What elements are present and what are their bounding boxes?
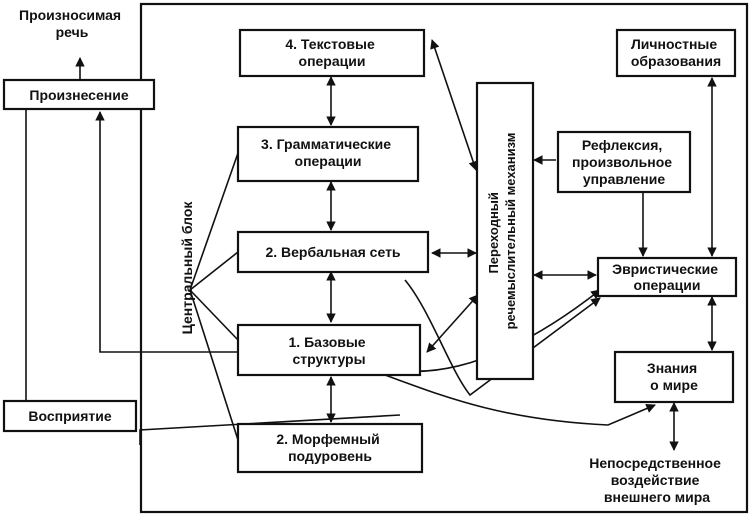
label-central-block: Центральный блок (179, 201, 195, 335)
line-central-verbal (189, 251, 239, 291)
line-central-base (189, 289, 239, 341)
box-pronunciation (2, 78, 156, 111)
label-pronunciation: Произнесение (29, 87, 128, 103)
outer-frame (139, 2, 749, 514)
line-central-morpheme (189, 289, 239, 441)
line-central-grammar (189, 152, 239, 291)
label-external: Непосредственное воздействие внешнего ми… (589, 455, 725, 505)
box-morpheme (236, 422, 424, 474)
box-base-struct (236, 323, 422, 377)
arrow-base-transition (426, 294, 479, 353)
line-perception-base (139, 414, 401, 445)
box-transition (475, 81, 535, 381)
box-reflexion (556, 130, 692, 194)
arrow-text-transition (430, 39, 478, 171)
label-text-ops: 4. Текстовые операции (285, 36, 378, 69)
connectors (25, 39, 717, 451)
label-verbal-net: 2. Вербальная сеть (265, 244, 400, 260)
arrow-base-to-pronunciation (95, 111, 238, 353)
box-heuristic (596, 256, 738, 298)
label-perception: Восприятие (28, 408, 112, 424)
box-perception (2, 399, 138, 433)
label-reflexion: Рефлексия, произвольное управление (572, 137, 676, 187)
arrow-base-knowledge (384, 374, 656, 426)
label-knowledge: Знания о мире (647, 360, 701, 393)
box-verbal-net (236, 230, 430, 274)
label-spoken-speech: Произносимая речь (19, 7, 125, 40)
label-transition: Переходный речемыслительный механизм (486, 133, 518, 330)
box-grammar-ops (236, 125, 420, 183)
label-grammar-ops: 3. Грамматические операции (261, 136, 395, 169)
box-text-ops (238, 28, 426, 78)
label-heuristic: Эвристические операции (612, 261, 722, 293)
boxes (2, 28, 738, 474)
box-personal (615, 28, 737, 78)
box-knowledge (613, 350, 735, 404)
arrow-verbal-heuristic (404, 279, 601, 397)
label-morpheme: 2. Морфемный подуровень (276, 431, 383, 464)
label-personal: Личностные образования (631, 36, 721, 69)
label-base-struct: 1. Базовые структуры (289, 334, 370, 367)
labels: Произносимая речь Произнесение Восприяти… (19, 7, 725, 505)
